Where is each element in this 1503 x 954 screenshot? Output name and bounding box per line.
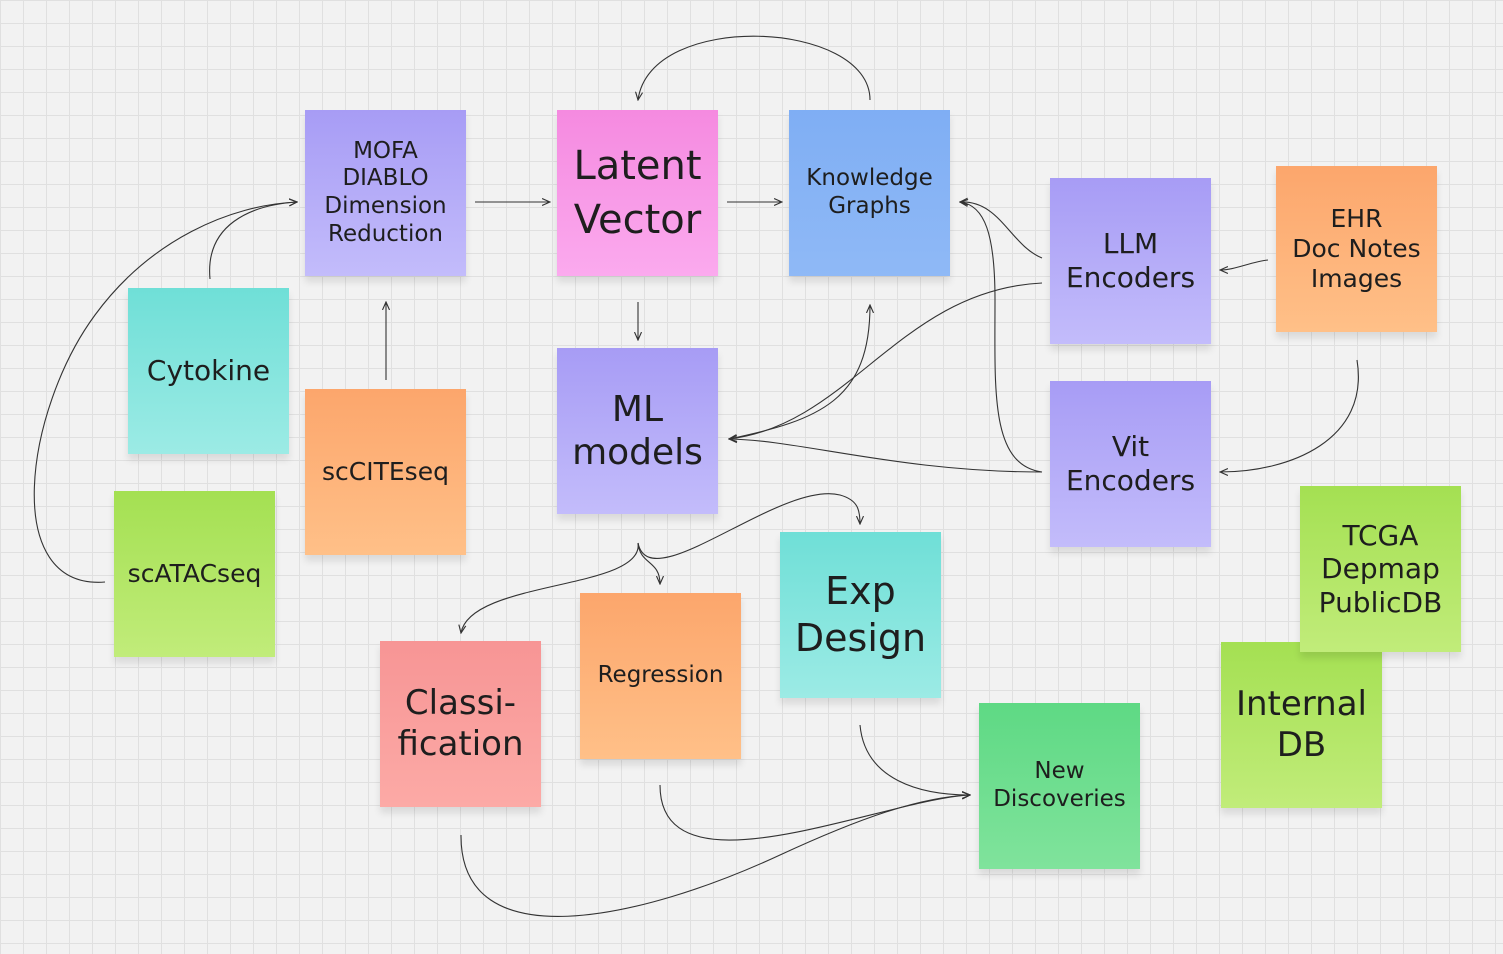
mofa-label: MOFA DIABLO Dimension Reduction <box>324 137 447 247</box>
connector-llm-to-ml[interactable] <box>729 282 1043 439</box>
llm-encoders-label: LLM Encoders <box>1065 227 1196 294</box>
internal-db-label: Internal DB <box>1235 684 1368 765</box>
cytokine-label: Cytokine <box>146 354 271 388</box>
connector-ehr-to-vit[interactable] <box>1220 359 1359 472</box>
connector-vit-to-ml[interactable] <box>729 439 1043 473</box>
connector-cytokine-to-mofa[interactable] <box>209 202 297 280</box>
connector-ml-to-regression[interactable] <box>637 542 660 584</box>
sticky-note-ml-models[interactable]: ML models <box>557 348 718 514</box>
connector-vit-to-kg[interactable] <box>960 202 1043 473</box>
sticky-note-sccite[interactable]: scCITEseq <box>305 389 466 555</box>
connector-regression-to-discoveries[interactable] <box>659 784 970 841</box>
connector-classification-to-discoveries[interactable] <box>460 795 970 917</box>
sticky-note-regression[interactable]: Regression <box>580 593 741 759</box>
sticky-note-tcga[interactable]: TCGA Depmap PublicDB <box>1300 486 1461 652</box>
regression-label: Regression <box>597 662 724 689</box>
tcga-label: TCGA Depmap PublicDB <box>1318 518 1443 619</box>
sticky-note-latent-vector[interactable]: Latent Vector <box>557 110 718 276</box>
sticky-note-classification[interactable]: Classi- fication <box>380 641 541 807</box>
new-discoveries-label: New Discoveries <box>993 758 1126 812</box>
connector-ehr-to-llm[interactable] <box>1220 259 1269 270</box>
sticky-note-exp-design[interactable]: Exp Design <box>780 532 941 698</box>
connector-llm-to-kg[interactable] <box>960 202 1043 259</box>
connector-expdesign-to-discoveries[interactable] <box>859 724 970 795</box>
sccite-label: scCITEseq <box>322 457 449 486</box>
knowledge-graphs-label: Knowledge Graphs <box>806 165 933 219</box>
sticky-note-scatac[interactable]: scATACseq <box>114 491 275 657</box>
sticky-note-ehr[interactable]: EHR Doc Notes Images <box>1276 166 1437 332</box>
sticky-note-llm-encoders[interactable]: LLM Encoders <box>1050 178 1211 344</box>
sticky-note-new-discoveries[interactable]: New Discoveries <box>979 703 1140 869</box>
connector-kg-to-latent[interactable] <box>638 35 871 100</box>
connector-ml-to-kg[interactable] <box>728 305 870 440</box>
latent-vector-label: Latent Vector <box>573 143 702 243</box>
sticky-note-knowledge-graphs[interactable]: Knowledge Graphs <box>789 110 950 276</box>
exp-design-label: Exp Design <box>794 568 927 661</box>
classification-label: Classi- fication <box>397 683 524 764</box>
sticky-note-cytokine[interactable]: Cytokine <box>128 288 289 454</box>
ehr-label: EHR Doc Notes Images <box>1292 204 1421 293</box>
sticky-note-mofa[interactable]: MOFA DIABLO Dimension Reduction <box>305 110 466 276</box>
vit-encoders-label: Vit Encoders <box>1065 430 1196 497</box>
scatac-label: scATACseq <box>127 559 262 588</box>
sticky-note-vit-encoders[interactable]: Vit Encoders <box>1050 381 1211 547</box>
ml-models-label: ML models <box>572 388 703 473</box>
sticky-note-internal-db[interactable]: Internal DB <box>1221 642 1382 808</box>
